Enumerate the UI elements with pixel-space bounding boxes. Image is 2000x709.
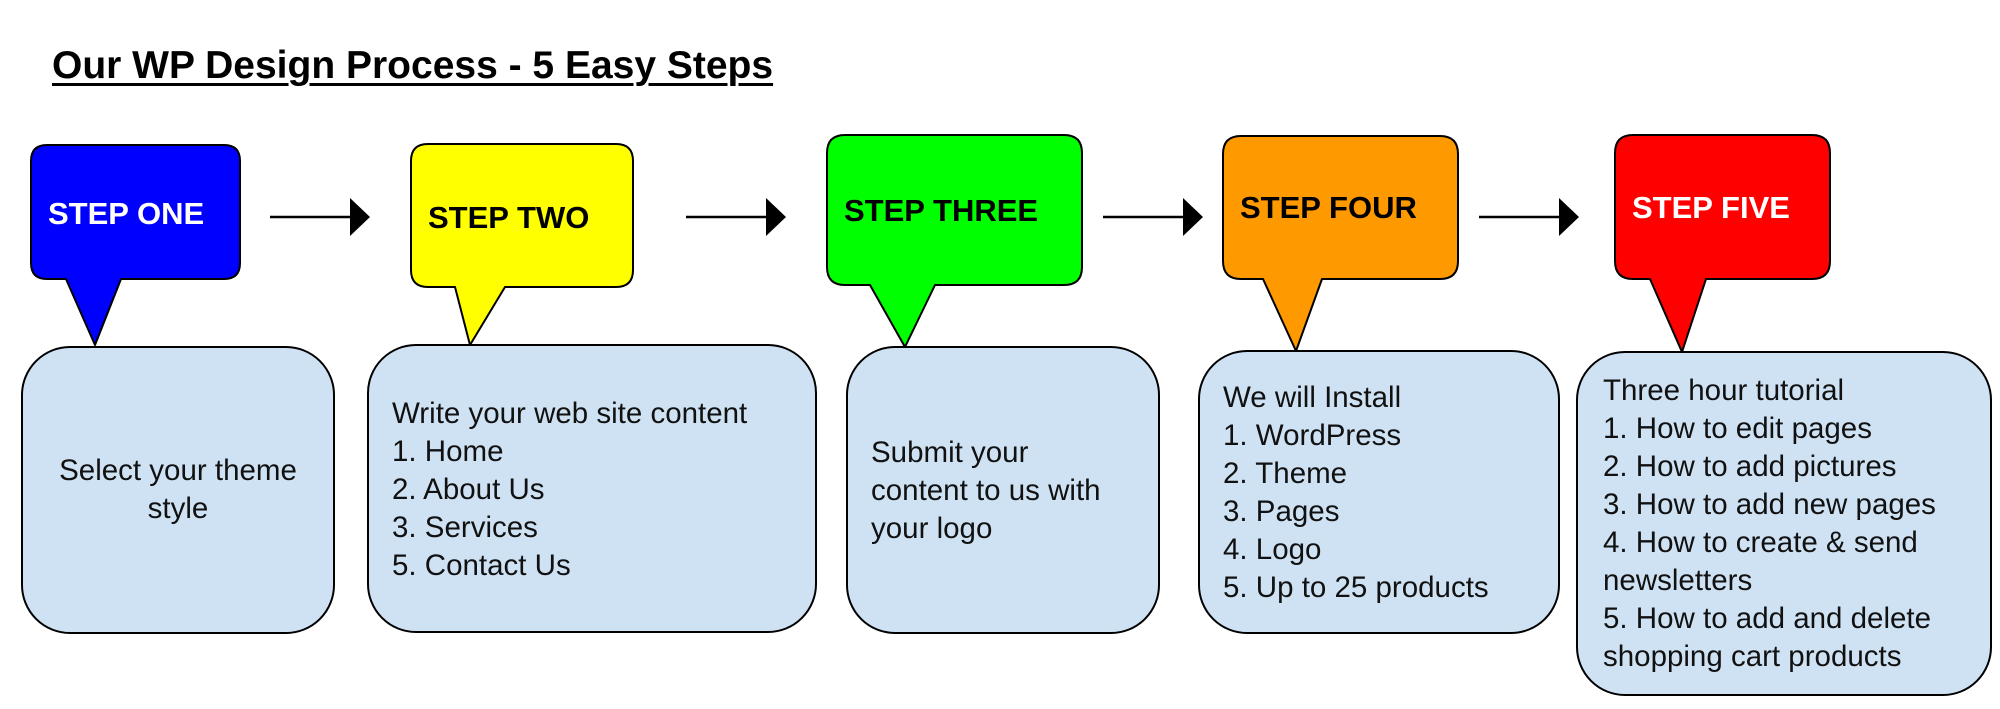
description-line: 2. Theme	[1223, 457, 1348, 490]
step-five-content-box	[1576, 351, 1992, 696]
description-line: 1. WordPress	[1223, 419, 1402, 452]
step-five-description: Three hour tutorial 1. How to edit pages…	[1603, 372, 1978, 676]
step-four-label: STEP FOUR	[1240, 190, 1417, 225]
description-line: 3. Services	[392, 511, 538, 544]
step-three-content-box	[846, 346, 1160, 634]
arrow-icon	[1479, 198, 1579, 236]
description-line: style	[147, 492, 209, 525]
step-one-description: Select your theme style	[22, 452, 334, 528]
description-line: 1. How to edit pages	[1603, 412, 1872, 445]
arrow-icon	[270, 198, 370, 236]
arrow-icon	[686, 198, 786, 236]
step-three-description: Submit your content to us with your logo	[871, 434, 1146, 548]
description-line: your logo	[871, 512, 993, 545]
description-line: 5. Contact Us	[392, 549, 571, 582]
step-five-callout	[1614, 134, 1831, 353]
step-five-label: STEP FIVE	[1632, 190, 1790, 225]
description-line: Select your theme	[59, 454, 297, 487]
description-line: Write your web site content	[392, 397, 748, 430]
step-four-content-box	[1198, 350, 1560, 634]
description-line: 2. About Us	[392, 473, 545, 506]
description-line: Three hour tutorial	[1603, 374, 1845, 407]
step-two-description: Write your web site content 1. Home 2. A…	[392, 395, 802, 585]
description-line: 3. How to add new pages	[1603, 488, 1936, 521]
page-title: Our WP Design Process - 5 Easy Steps	[52, 44, 774, 87]
description-line: 5. Up to 25 products	[1223, 571, 1489, 604]
step-two-callout	[410, 143, 634, 346]
step-two-label: STEP TWO	[428, 200, 590, 235]
description-line: 3. Pages	[1223, 495, 1340, 528]
step-one-content-box	[21, 346, 335, 634]
description-line: We will Install	[1223, 381, 1402, 414]
step-three-label: STEP THREE	[844, 193, 1039, 228]
step-one-label: STEP ONE	[48, 196, 205, 231]
step-three-callout	[826, 134, 1083, 348]
description-line: 1. Home	[392, 435, 504, 468]
step-four-callout	[1222, 135, 1459, 352]
description-line: content to us with	[871, 474, 1101, 507]
description-line: 4. How to create & send newsletters	[1603, 526, 1918, 597]
description-line: Submit your	[871, 436, 1029, 469]
step-two-content-box	[367, 344, 817, 633]
description-line: 5. How to add and delete shopping cart p…	[1603, 602, 1932, 673]
arrow-icon	[1103, 198, 1203, 236]
description-line: 4. Logo	[1223, 533, 1322, 566]
step-four-description: We will Install 1. WordPress 2. Theme 3.…	[1223, 379, 1548, 607]
step-one-callout	[30, 144, 241, 346]
description-line: 2. How to add pictures	[1603, 450, 1897, 483]
